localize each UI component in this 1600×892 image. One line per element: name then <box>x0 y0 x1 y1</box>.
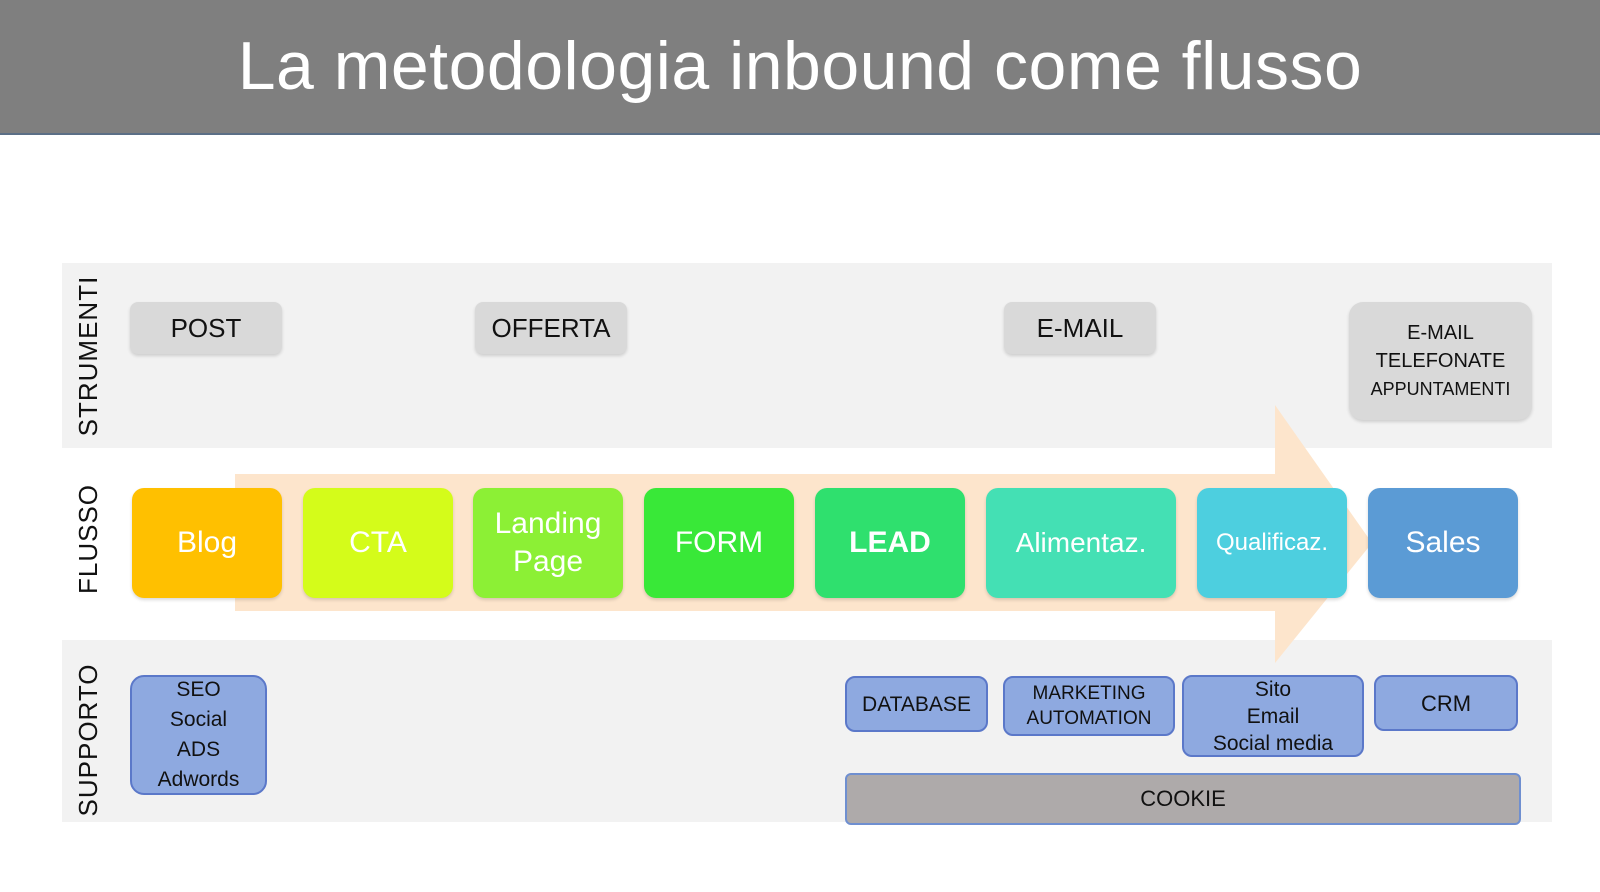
database-label: DATABASE <box>862 692 971 716</box>
row-label-strumenti: STRUMENTI <box>73 275 103 437</box>
automation-line: AUTOMATION <box>1026 708 1152 729</box>
flow-step-landing-line2: Page <box>512 545 584 578</box>
flow-step-alimentaz-label: Alimentaz. <box>1015 527 1147 558</box>
flow-step-form-label: FORM <box>674 526 764 559</box>
marketing-line: MARKETING <box>1032 683 1146 704</box>
social-line: Social <box>169 708 228 731</box>
sito-email-social-box: Sito Email Social media <box>1182 675 1364 757</box>
flow-step-alimentaz: Alimentaz. <box>986 488 1176 598</box>
offerta-chip: OFFERTA <box>475 302 627 354</box>
flow-step-sales: Sales <box>1368 488 1518 598</box>
flow-step-qualificaz-label: Qualificaz. <box>1215 529 1329 556</box>
email-line: Email <box>1246 704 1300 728</box>
flow-step-sales-label: Sales <box>1405 526 1481 559</box>
strumenti-band <box>62 263 1552 448</box>
adwords-line: Adwords <box>157 768 240 791</box>
flow-step-blog: Blog <box>132 488 282 598</box>
row-label-flusso: FLUSSO <box>73 483 103 595</box>
flow-step-form: FORM <box>644 488 794 598</box>
flow-step-landing-line1: Landing <box>494 507 602 540</box>
contact-line-email: E-MAIL <box>1407 322 1474 344</box>
flow-step-lead-label: LEAD <box>849 526 931 559</box>
cookie-bar: COOKIE <box>845 773 1521 825</box>
flow-step-lead: LEAD <box>815 488 965 598</box>
sito-line: Sito <box>1254 677 1292 701</box>
seo-line: SEO <box>176 678 221 701</box>
title-bar: La metodologia inbound come flusso <box>0 0 1600 135</box>
row-label-supporto: SUPPORTO <box>73 663 103 817</box>
crm-box: CRM <box>1374 675 1518 731</box>
database-box: DATABASE <box>845 676 988 732</box>
slide-title: La metodologia inbound come flusso <box>237 28 1363 104</box>
contact-chip: E-MAIL TELEFONATE APPUNTAMENTI <box>1349 302 1532 420</box>
marketing-automation-box: MARKETING AUTOMATION <box>1003 676 1175 736</box>
flow-step-landing-page: Landing Page <box>473 488 623 598</box>
post-chip: POST <box>130 302 282 354</box>
flow-step-cta: CTA <box>303 488 453 598</box>
flow-step-cta-label: CTA <box>349 526 407 559</box>
email-chip: E-MAIL <box>1004 302 1156 354</box>
seo-social-box: SEO Social ADS Adwords <box>130 675 267 795</box>
flow-step-blog-label: Blog <box>176 526 238 559</box>
contact-line-telefonate: TELEFONATE <box>1375 350 1506 372</box>
flow-step-qualificaz: Qualificaz. <box>1197 488 1347 598</box>
contact-line-appuntamenti: APPUNTAMENTI <box>1370 379 1511 399</box>
crm-label: CRM <box>1420 690 1472 716</box>
ads-line: ADS <box>176 738 221 761</box>
social-media-line: Social media <box>1212 731 1334 755</box>
